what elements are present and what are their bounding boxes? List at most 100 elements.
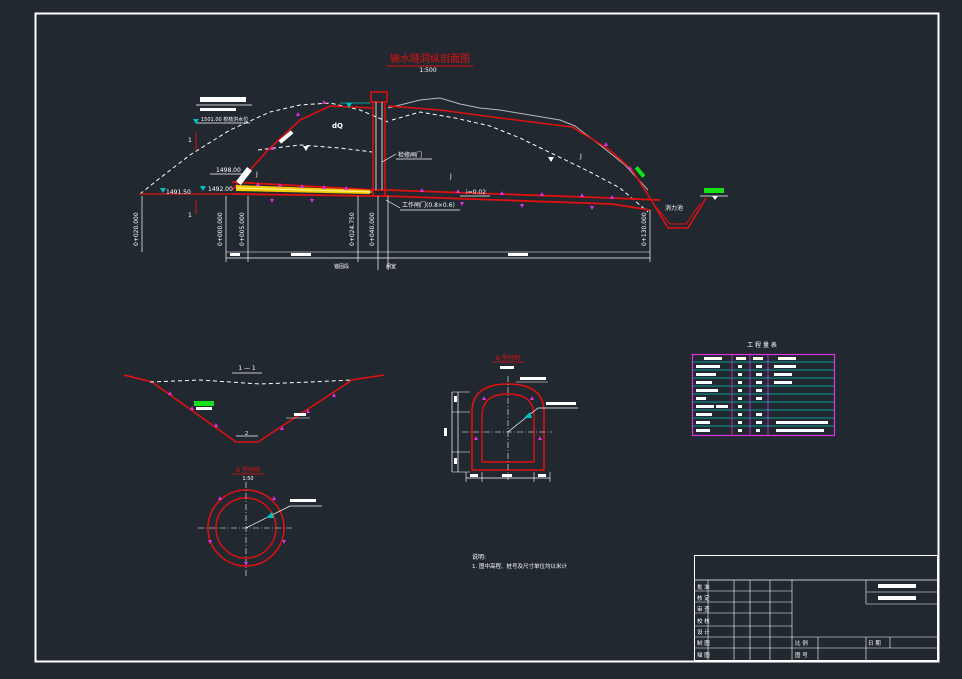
- tunnel-upper-line: [231, 181, 661, 201]
- notes: 说明: 1. 图中高程、桩号及尺寸单位均以米计: [472, 553, 567, 570]
- inlet-axis: [235, 187, 373, 193]
- dimension-value: [502, 474, 512, 477]
- green-marker: [194, 401, 214, 406]
- tunnel-lower-line: [231, 193, 651, 211]
- section-a-title: A 型衬砌: [236, 466, 260, 474]
- leader-line: [381, 153, 397, 163]
- elevation-1492: 1492.00: [208, 186, 233, 193]
- dimension-value: [454, 458, 457, 464]
- station-label: 0+020.000: [133, 212, 140, 246]
- elevation-tag: [200, 108, 236, 111]
- inlet-grating: [236, 167, 252, 185]
- title-block-row-label: 批 准: [697, 583, 710, 591]
- dimension-value: [508, 253, 528, 256]
- elevation-1491: 1491.50: [166, 189, 191, 196]
- mark-dq: dQ: [332, 122, 343, 130]
- station-label: 0+000.000: [217, 212, 224, 246]
- water-level-icon: [346, 103, 352, 108]
- dimension-value: [538, 474, 546, 477]
- title-block-row-label: 校 核: [697, 617, 710, 625]
- elevation-tag: [294, 413, 306, 416]
- water-level-icon: [712, 196, 718, 200]
- date-label: 日 期: [868, 640, 881, 647]
- excavation-dashed-line: [139, 102, 389, 195]
- dimension-value: [470, 474, 478, 477]
- trench-dim-text: 2: [245, 431, 248, 437]
- radius-marker-icon: [266, 512, 274, 518]
- water-level-icon: [303, 146, 309, 151]
- table-cell-values: [696, 357, 828, 432]
- station-label: 0+040.000: [369, 212, 376, 246]
- elevation-1498: 1498.00: [216, 167, 241, 174]
- rebar-marks: [208, 496, 286, 566]
- station-label: 0+130.000: [641, 212, 648, 246]
- water-level-icon: [160, 188, 166, 193]
- title-block-frame: [694, 555, 938, 661]
- title-block-row-label: 核 定: [697, 594, 710, 602]
- table-grid: [692, 361, 834, 427]
- dimension-value: [454, 396, 457, 402]
- service-gate-label: 检修闸门: [398, 151, 422, 159]
- mark-small: J: [449, 173, 452, 180]
- title-block-row-label: 制 图: [697, 639, 710, 647]
- slope-label: i=0.02: [466, 189, 486, 196]
- section-cut-bottom: 1: [188, 212, 192, 219]
- title-block-row-label: 设 计: [697, 628, 710, 636]
- section-b-title: B 型衬砌: [496, 354, 520, 362]
- notes-line-1: 1. 图中高程、桩号及尺寸单位均以米计: [472, 562, 567, 570]
- downstream-slope-line: [387, 105, 651, 199]
- elevation-tag: [196, 407, 212, 410]
- table-frame: [691, 353, 836, 437]
- quantities-table-title: 工 程 量 表: [747, 341, 777, 349]
- profile-title: 输水隧洞纵剖面图: [390, 52, 470, 65]
- dimension-value: [230, 253, 240, 256]
- gate-shaft-head: [370, 91, 388, 103]
- title-block-grid: [694, 580, 938, 661]
- title-block-row-label: 审 查: [697, 605, 710, 613]
- station-label: 0+024.750: [349, 212, 356, 246]
- leader-line: [385, 199, 401, 209]
- drawing-name-value: [878, 584, 916, 588]
- upstream-slope-line: [231, 105, 373, 191]
- radius-leader: [507, 407, 539, 433]
- rebar-marks: [474, 396, 542, 440]
- mark-small: J: [255, 171, 258, 178]
- table-grid: [731, 354, 769, 435]
- dimension-value: [444, 428, 447, 436]
- work-gate-label: 工作闸门(0.8×0.6): [402, 201, 455, 209]
- green-marker: [704, 188, 724, 193]
- dimension-value: [291, 253, 311, 256]
- quantities-table: 工 程 量 表: [691, 341, 836, 437]
- elevation-check-flood: 1501.00 校核洪水位: [201, 116, 248, 123]
- terrain-line: [387, 97, 649, 191]
- notes-heading: 说明:: [472, 553, 486, 561]
- section-a: A 型衬砌 1:50: [198, 466, 322, 576]
- station-label: 0+005.000: [239, 212, 246, 246]
- profile-scale: 1:500: [419, 67, 436, 74]
- rebar-marks: [256, 100, 632, 210]
- title-block-row-label: 描 图: [697, 651, 710, 659]
- elevation-tag: [200, 97, 246, 102]
- elevation-tag: [520, 377, 546, 380]
- drawing-name-value: [878, 596, 916, 600]
- water-level-icon: [193, 119, 199, 124]
- section-1-1: 1 — 1 2: [123, 365, 385, 443]
- mark-small: J: [579, 153, 582, 160]
- section-1-1-title: 1 — 1: [238, 365, 256, 372]
- scale-label: 比 例: [795, 639, 808, 647]
- rebar-marks: [168, 391, 336, 430]
- water-level-icon: [548, 157, 554, 162]
- stilling-basin-inner: [654, 203, 701, 225]
- gate-section-label: 闸室: [386, 263, 396, 270]
- outer-frame: [34, 12, 940, 663]
- longitudinal-profile: 输水隧洞纵剖面图 1:500: [133, 52, 728, 270]
- excavation-dashed-line: [391, 111, 649, 213]
- stilling-basin: [649, 197, 707, 229]
- drawing-number-label: 图 号: [795, 651, 808, 659]
- radius-marker-icon: [524, 412, 532, 418]
- excavation-dashed-line: [257, 144, 373, 153]
- elevation-tag: [500, 366, 514, 369]
- water-level-icon: [200, 186, 206, 191]
- inlet-grating: [278, 130, 294, 144]
